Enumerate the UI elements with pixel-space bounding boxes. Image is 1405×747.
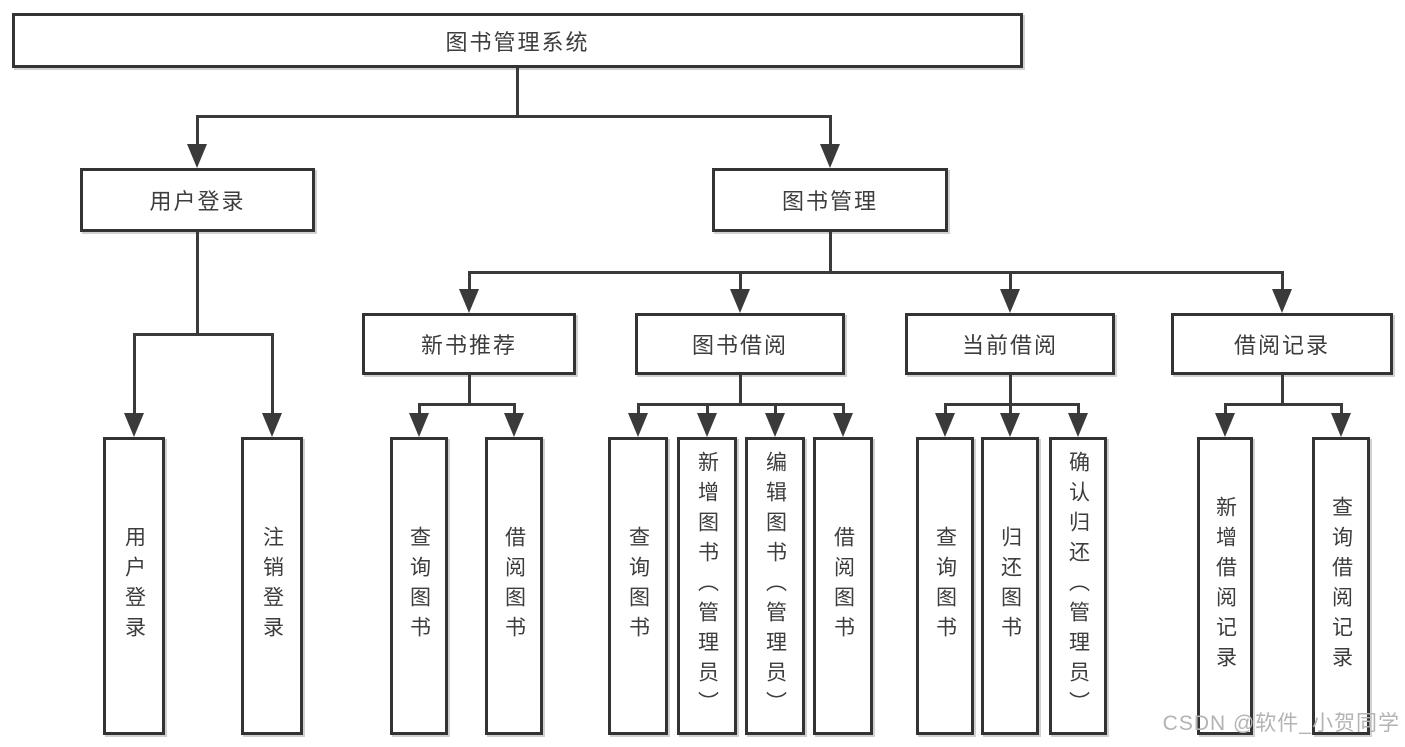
leaf-borrow-books: 借阅图书 — [813, 437, 873, 735]
connector-line — [842, 403, 845, 415]
connector-arrowhead-down-icon — [765, 413, 785, 437]
leaf-label: 注销登录 — [260, 526, 284, 646]
connector-line — [196, 115, 199, 146]
connector-line — [133, 333, 136, 415]
connector-arrowhead-down-icon — [1331, 413, 1351, 437]
leaf-return-books: 归还图书 — [981, 437, 1039, 735]
connector-line — [774, 403, 777, 415]
connector-line — [196, 232, 199, 336]
leaf-label: 查询借阅记录 — [1329, 496, 1353, 676]
leaf-label: 借阅图书 — [831, 526, 855, 646]
connector-arrowhead-down-icon — [262, 413, 282, 437]
leaf-user-login: 用户登录 — [103, 437, 165, 735]
connector-line — [271, 333, 274, 415]
connector-line — [418, 403, 516, 406]
connector-line — [1340, 403, 1343, 415]
node-user-login: 用户登录 — [80, 168, 315, 232]
leaf-add-borrowing-record: 新增借阅记录 — [1197, 437, 1253, 735]
connector-line — [1009, 271, 1012, 291]
connector-line — [944, 403, 947, 415]
connector-arrowhead-down-icon — [124, 413, 144, 437]
connector-line — [133, 333, 274, 336]
leaf-query-borrowing-record: 查询借阅记录 — [1312, 437, 1370, 735]
connector-line — [1224, 403, 1343, 406]
node-book-management: 图书管理 — [712, 168, 948, 232]
connector-arrowhead-down-icon — [1215, 413, 1235, 437]
leaf-query-books-recommend: 查询图书 — [390, 437, 448, 735]
connector-line — [468, 375, 471, 406]
connector-line — [1077, 403, 1080, 415]
leaf-add-books-admin: 新增图书（管理员） — [677, 437, 737, 735]
connector-line — [1281, 375, 1284, 406]
connector-arrowhead-down-icon — [935, 413, 955, 437]
leaf-label: 编辑图书（管理员） — [763, 451, 787, 721]
leaf-label: 新增图书（管理员） — [695, 451, 719, 721]
connector-arrowhead-down-icon — [187, 144, 207, 168]
node-book-borrowing: 图书借阅 — [635, 313, 845, 375]
leaf-label: 归还图书 — [998, 526, 1022, 646]
connector-line — [739, 375, 742, 406]
leaf-edit-books-admin: 编辑图书（管理员） — [745, 437, 805, 735]
leaf-label: 借阅图书 — [502, 526, 526, 646]
connector-arrowhead-down-icon — [820, 144, 840, 168]
connector-line — [829, 232, 832, 274]
leaf-query-books-current: 查询图书 — [916, 437, 974, 735]
connector-line — [829, 115, 832, 146]
leaf-label: 确认归还（管理员） — [1066, 451, 1090, 721]
connector-line — [944, 403, 1080, 406]
connector-line — [637, 403, 845, 406]
connector-line — [196, 115, 832, 118]
connector-line — [418, 403, 421, 415]
node-borrowing-records: 借阅记录 — [1171, 313, 1393, 375]
connector-arrowhead-down-icon — [1000, 289, 1020, 313]
leaf-label: 新增借阅记录 — [1213, 496, 1237, 676]
connector-arrowhead-down-icon — [1272, 289, 1292, 313]
leaf-label: 查询图书 — [407, 526, 431, 646]
csdn-watermark: CSDN @软件_小贺同学 — [1162, 712, 1400, 735]
node-library-management-system: 图书管理系统 — [12, 13, 1023, 68]
connector-line — [468, 271, 1284, 274]
leaf-logout: 注销登录 — [241, 437, 303, 735]
connector-line — [739, 271, 742, 291]
connector-arrowhead-down-icon — [459, 289, 479, 313]
leaf-query-books-borrowing: 查询图书 — [608, 437, 668, 735]
connector-arrowhead-down-icon — [833, 413, 853, 437]
leaf-confirm-return-admin: 确认归还（管理员） — [1049, 437, 1107, 735]
leaf-label: 查询图书 — [933, 526, 957, 646]
node-new-book-recommendation: 新书推荐 — [362, 313, 576, 375]
connector-line — [1224, 403, 1227, 415]
connector-line — [516, 68, 519, 118]
leaf-borrow-books-recommend: 借阅图书 — [485, 437, 543, 735]
connector-line — [513, 403, 516, 415]
connector-arrowhead-down-icon — [697, 413, 717, 437]
leaf-label: 查询图书 — [626, 526, 650, 646]
connector-arrowhead-down-icon — [504, 413, 524, 437]
connector-arrowhead-down-icon — [409, 413, 429, 437]
connector-arrowhead-down-icon — [1000, 413, 1020, 437]
connector-arrowhead-down-icon — [730, 289, 750, 313]
node-current-borrowing: 当前借阅 — [905, 313, 1115, 375]
leaf-label: 用户登录 — [122, 526, 146, 646]
connector-line — [1009, 375, 1012, 406]
connector-line — [1009, 403, 1012, 415]
connector-line — [468, 271, 471, 291]
connector-arrowhead-down-icon — [1068, 413, 1088, 437]
connector-arrowhead-down-icon — [628, 413, 648, 437]
connector-line — [637, 403, 640, 415]
connector-line — [1281, 271, 1284, 291]
connector-line — [706, 403, 709, 415]
